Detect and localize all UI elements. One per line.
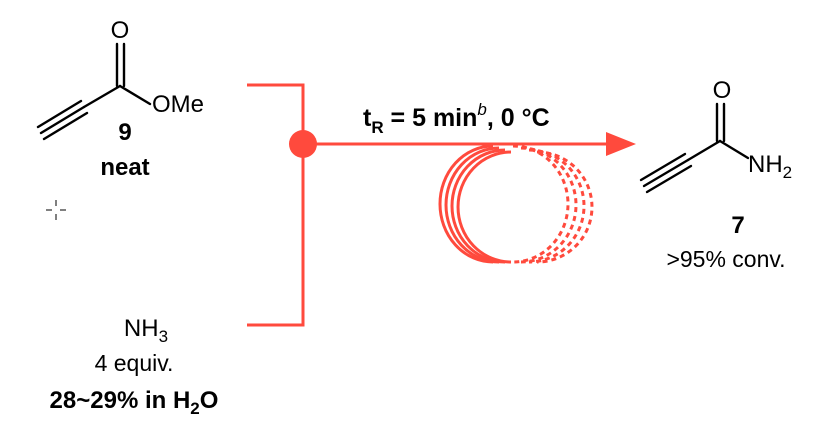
product-single-bond [686,139,722,162]
product-oxygen-label: O [713,77,732,104]
amide-subscript: 2 [783,163,792,182]
t-subscript: R [371,118,383,137]
feed-line [247,83,305,327]
oxygen-label: O [111,17,130,44]
methyl-propiolate-structure [36,42,152,141]
ammonia-concentration: 28~29% in H2O [50,387,219,418]
propiolamide-structure [639,102,750,194]
amide-nh2-label: NH2 [748,151,792,182]
ammonia-subscript: 3 [159,327,168,346]
crosshair-cursor-icon [46,200,66,220]
ome-label: OMe [152,91,204,118]
flow-system [247,83,636,327]
triple-bond-line-1 [39,105,86,135]
triple-bond-line-2 [36,99,83,129]
ammonia-formula: NH3 [124,315,168,346]
product-triple-bond-3 [645,164,693,194]
amide-bond [718,139,750,160]
flow-arrowhead [606,132,636,156]
product-triple-bond-2 [639,152,687,182]
reactor-coil [438,144,594,264]
temperature-value: , 0 °C [487,104,550,132]
compound-9-number: 9 [118,119,131,146]
single-bond [82,84,122,109]
compound-7-number: 7 [731,212,744,239]
t-symbol: t [363,104,372,132]
ester-bond [118,84,152,106]
conversion-label: >95% conv. [666,246,785,272]
neat-label: neat [100,154,149,181]
time-value: = 5 min [384,104,478,132]
residence-time-label: tR = 5 minb, 0 °C [363,100,550,137]
triple-bond-line-3 [42,111,89,141]
equivalents-label: 4 equiv. [95,350,174,376]
product-triple-bond-1 [642,158,690,188]
water-subscript: 2 [190,399,199,418]
footnote-b: b [477,100,486,119]
